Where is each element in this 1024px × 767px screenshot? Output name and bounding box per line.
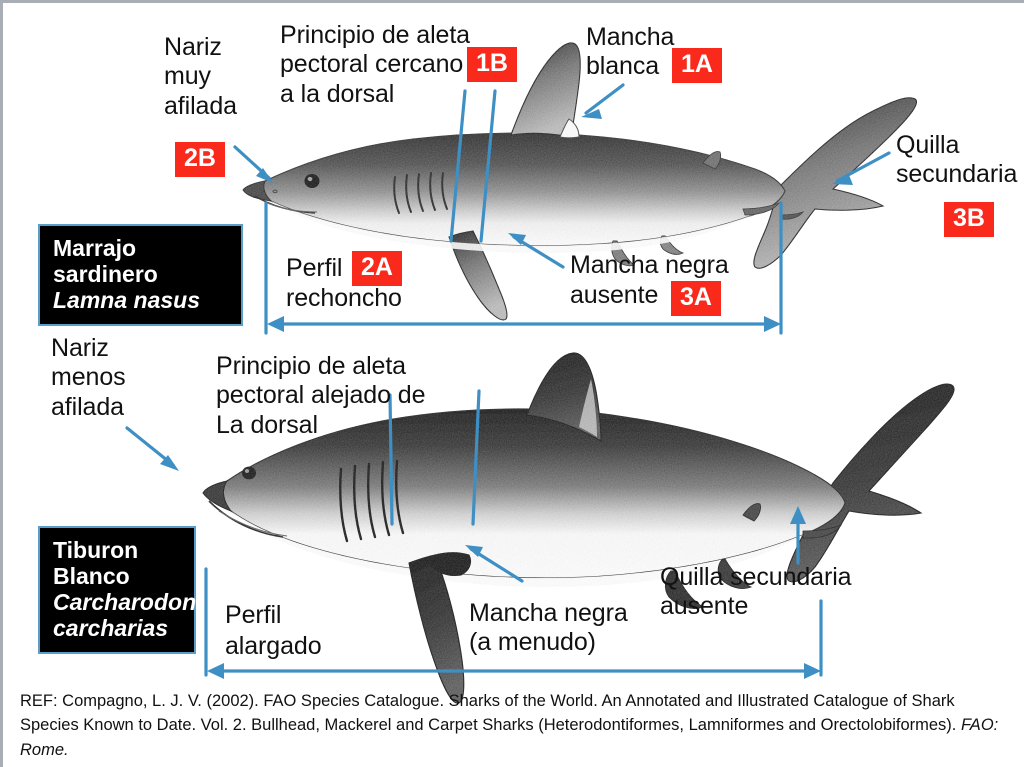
label-profile-top-2: rechoncho <box>286 284 402 312</box>
leader-nose-top <box>233 145 271 180</box>
species-scientific-name-bottom: Carcharodon carcharias <box>53 588 197 641</box>
species-common-name-top: Marrajo sardinero <box>53 235 158 287</box>
label-nose-bottom: Nariz menos afilada <box>51 334 126 421</box>
leader-1b-right <box>479 89 497 243</box>
label-keel-top: Quilla secundaria <box>896 131 1018 189</box>
species-box-great-white: Tiburon Blanco Carcharodon carcharias <box>38 526 196 654</box>
reference-citation: REF: Compagno, L. J. V. (2002). FAO Spec… <box>20 689 1015 762</box>
badge-3a: 3A <box>671 281 721 316</box>
reference-text-main: REF: Compagno, L. J. V. (2002). FAO Spec… <box>20 692 961 735</box>
leader-black-patch-bottom <box>469 547 524 583</box>
label-nose-top: Nariz muy afilada <box>164 33 237 120</box>
label-black-patch-bottom: Mancha negra (a menudo) <box>469 599 628 657</box>
label-black-absent-2: ausente <box>570 281 659 309</box>
label-white-patch: Mancha blanca <box>586 23 675 81</box>
badge-1a: 1A <box>672 48 722 83</box>
badge-3b: 3B <box>944 202 994 237</box>
label-profile-bottom: Perfil <box>225 601 282 629</box>
label-profile-top: Perfil <box>286 254 343 282</box>
label-pectoral-bottom: Principio de aleta pectoral alejado de L… <box>216 352 426 439</box>
label-pectoral-top: Principio de aleta pectoral cercano a la… <box>280 21 470 108</box>
badge-2b: 2B <box>175 142 225 177</box>
leader-white-patch <box>584 83 625 115</box>
label-keel-absent: Quilla secundaria ausente <box>660 563 852 621</box>
leader-1b-left <box>449 89 467 243</box>
leader-keel-top <box>835 151 891 183</box>
badge-2a: 2A <box>352 251 402 286</box>
leader-nose-bottom <box>125 426 175 467</box>
leader-dorsal-bottom <box>471 389 481 526</box>
species-common-name-bottom: Tiburon Blanco <box>53 537 139 589</box>
label-profile-bottom-2: alargado <box>225 632 322 660</box>
leader-black-absent <box>512 235 565 269</box>
reference-text-italic: FAO: Rome. <box>20 716 999 759</box>
species-box-porbeagle: Marrajo sardinero Lamna nasus <box>38 224 243 326</box>
badge-1b: 1B <box>467 47 517 82</box>
label-black-absent: Mancha negra <box>570 251 729 279</box>
species-scientific-name-top: Lamna nasus <box>53 286 200 313</box>
